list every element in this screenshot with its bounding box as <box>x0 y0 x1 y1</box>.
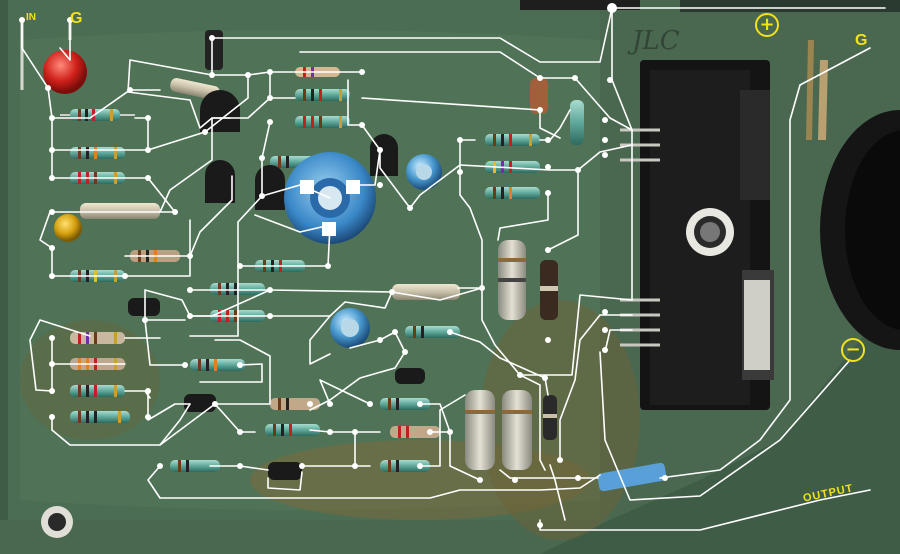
minus-terminal-label: − <box>841 338 865 362</box>
ground-label-left: G <box>70 10 83 27</box>
film-capacitor <box>597 462 667 492</box>
silkscreen-text: JLC <box>632 26 680 56</box>
plus-sign: + <box>759 14 775 35</box>
red-led <box>43 50 87 94</box>
input-label: IN <box>26 12 36 23</box>
minus-sign: − <box>845 339 861 360</box>
plus-terminal-label: + <box>755 13 779 37</box>
diode-glass <box>80 78 460 300</box>
electrolytic-capacitors <box>330 154 442 348</box>
ground-label-right: G <box>855 32 868 49</box>
heatsink <box>640 60 774 410</box>
yellow-led <box>54 214 82 242</box>
